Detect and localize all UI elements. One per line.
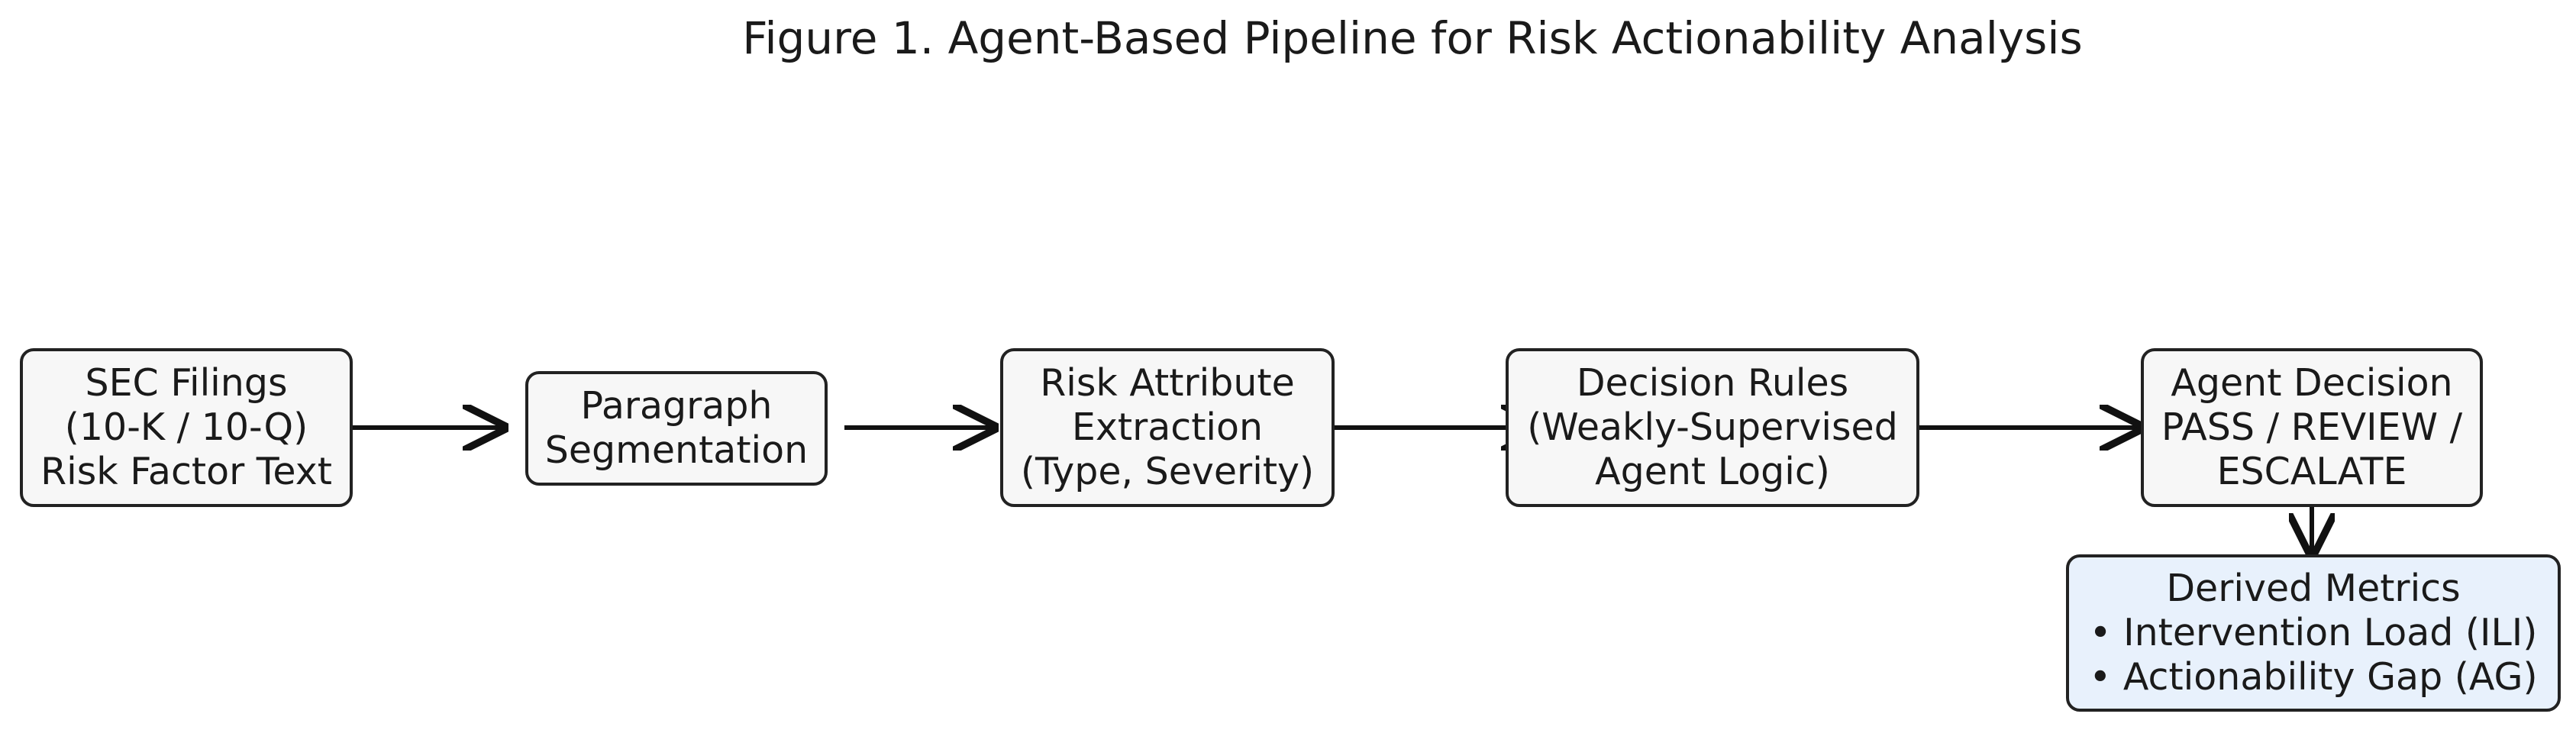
node-line: PASS / REVIEW / [2161,405,2463,449]
node-line: Paragraph [580,384,773,428]
node-risk-attribute-extraction: Risk Attribute Extraction (Type, Severit… [1000,348,1335,507]
figure-title: Figure 1. Agent-Based Pipeline for Risk … [742,12,2083,64]
node-agent-decision: Agent Decision PASS / REVIEW / ESCALATE [2141,348,2483,507]
node-line: (10-K / 10-Q) [64,405,308,449]
node-line: Decision Rules [1576,361,1849,405]
node-line: Agent Decision [2171,361,2453,405]
node-line: Segmentation [544,428,809,472]
node-line: Derived Metrics [2166,567,2461,610]
node-line: Extraction [1071,405,1264,449]
metric-item: • Actionability Gap (AG) [2089,655,2538,699]
metric-item: • Intervention Load (ILI) [2089,611,2538,654]
node-decision-rules: Decision Rules (Weakly-Supervised Agent … [1506,348,1919,507]
node-line: Agent Logic) [1595,450,1830,493]
node-line: SEC Filings [85,361,288,405]
node-derived-metrics: Derived Metrics • Intervention Load (ILI… [2066,554,2561,712]
node-line: Risk Factor Text [40,450,332,493]
node-line: (Type, Severity) [1020,450,1315,493]
node-line: (Weakly-Supervised [1527,405,1898,449]
node-line: Risk Attribute [1040,361,1295,405]
node-line: ESCALATE [2216,450,2407,493]
node-sec-filings: SEC Filings (10-K / 10-Q) Risk Factor Te… [20,348,353,507]
node-paragraph-segmentation: Paragraph Segmentation [525,371,828,486]
